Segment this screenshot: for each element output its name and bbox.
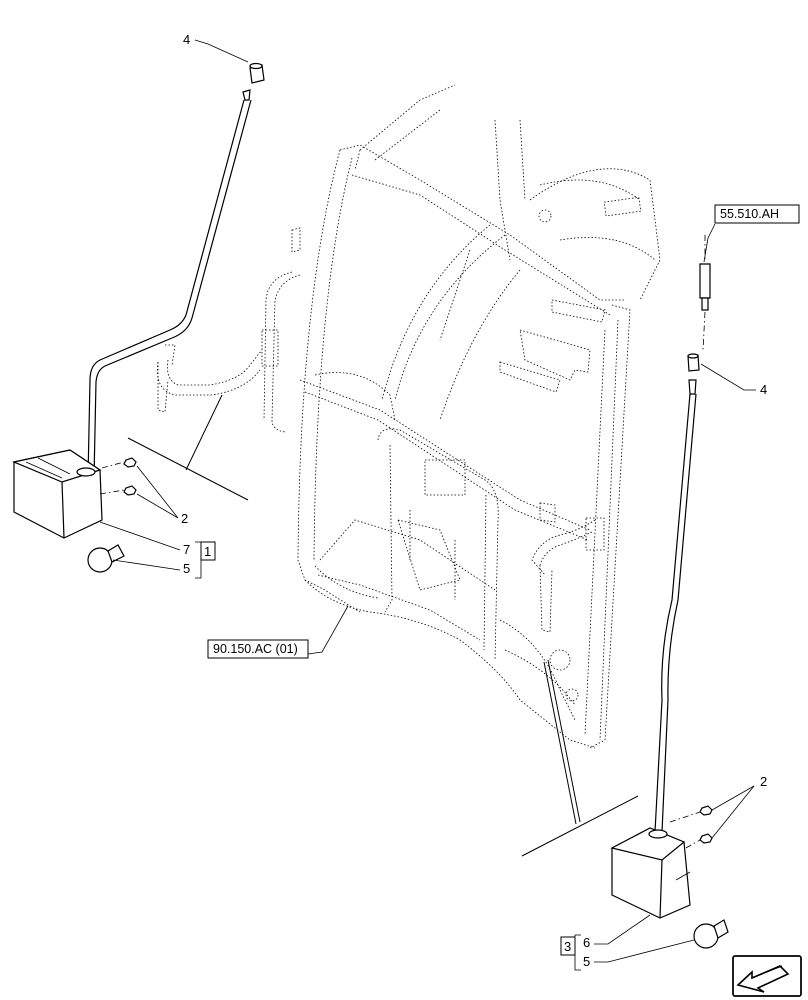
callout-number: 2: [760, 774, 767, 789]
callout-6: 6: [583, 914, 651, 950]
callout-number: 4: [760, 382, 767, 397]
reference-label: 90.150.AC (01): [213, 642, 298, 656]
callout-number: 5: [183, 561, 190, 576]
reference-cab: 90.150.AC (01): [207, 605, 349, 659]
callout-number: 7: [183, 542, 190, 557]
left-lamp-housing: [11, 449, 103, 539]
callout-number: 5: [583, 954, 590, 969]
callout-5-left: 5: [112, 559, 190, 576]
left-lamp-assembly: [11, 62, 265, 573]
reference-label: 55.510.AH: [720, 207, 779, 221]
group-number: 3: [564, 939, 571, 954]
right-lamp-assembly: [521, 235, 729, 949]
group-number: 1: [204, 544, 211, 559]
right-nuts: [669, 805, 713, 849]
callout-4-top: 4: [183, 32, 249, 63]
callout-7: 7: [99, 521, 190, 557]
right-bulb: [693, 919, 729, 949]
callout-2-right: 2: [711, 774, 767, 839]
callout-number: 2: [181, 511, 188, 526]
arrow-direction-icon[interactable]: [732, 955, 802, 997]
grab-handles: [156, 271, 605, 633]
callout-number: 6: [583, 935, 590, 950]
callout-2-left: 2: [136, 465, 188, 526]
left-bulb: [87, 544, 125, 573]
group-bracket-1: 1: [195, 541, 216, 579]
right-lamp-housing: [610, 827, 691, 919]
harness-connector: [699, 235, 711, 351]
callout-5-right: 5: [583, 939, 695, 969]
left-connector-cap: [249, 62, 265, 84]
group-bracket-3: 3: [560, 934, 581, 971]
cab-structure: [291, 84, 661, 749]
callout-4-right: 4: [700, 363, 767, 397]
reference-harness: 55.510.AH: [703, 204, 800, 263]
right-connector-cap: [687, 353, 700, 372]
callout-number: 4: [183, 32, 190, 47]
left-nuts: [99, 457, 137, 496]
